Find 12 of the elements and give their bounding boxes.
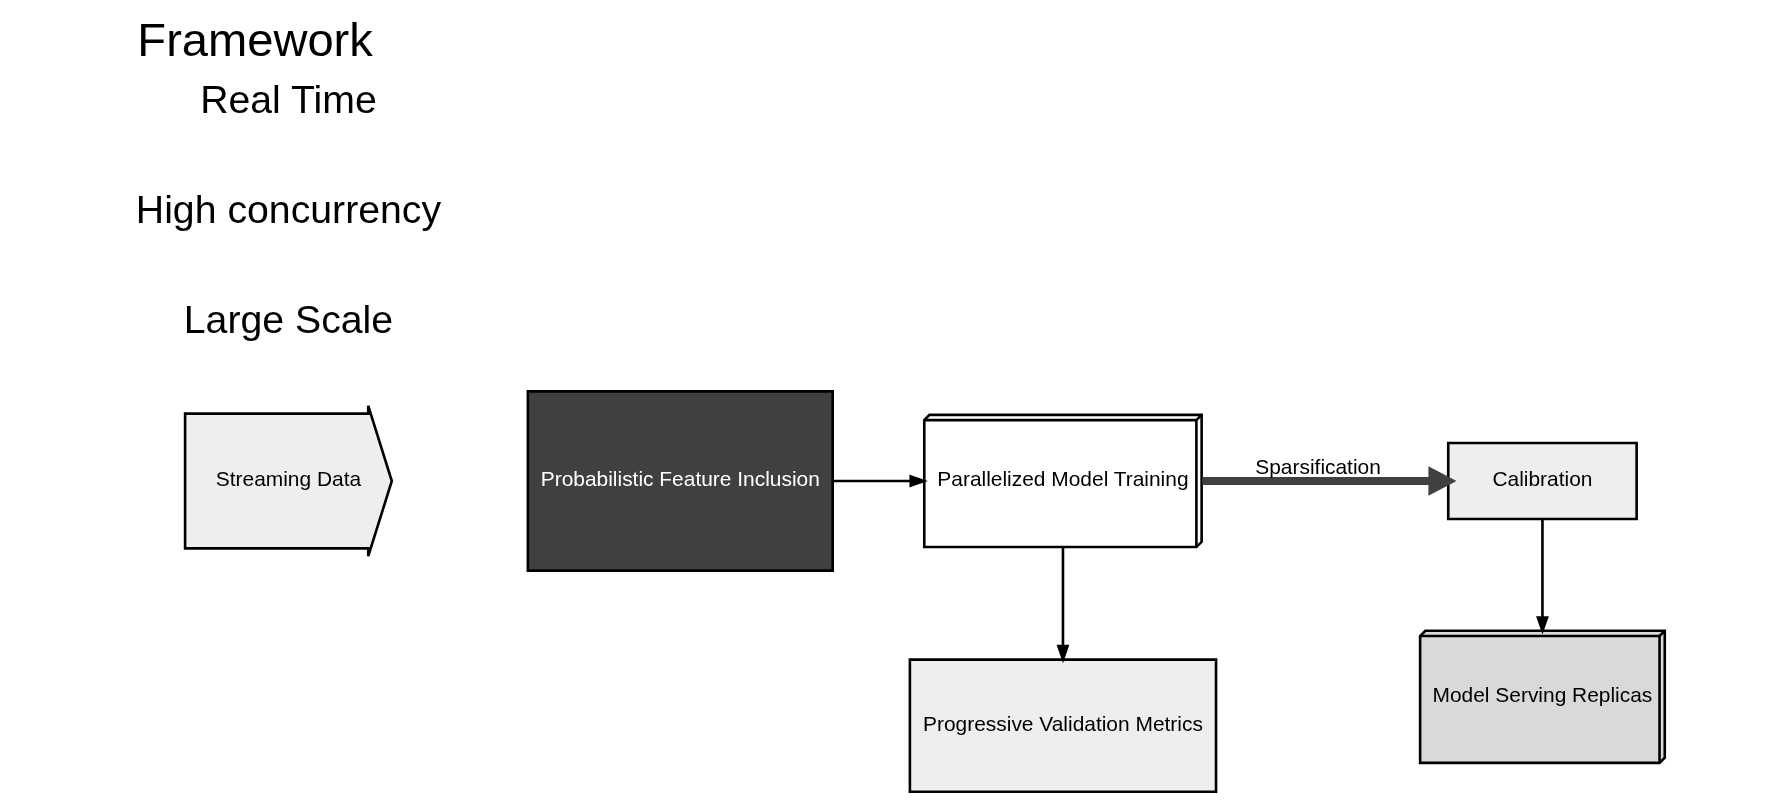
node-box: Progressive Validation Metrics xyxy=(908,658,1218,793)
node-box: Probabilistic Feature Inclusion xyxy=(526,390,834,572)
node-box: Calibration xyxy=(1446,441,1638,521)
label: High concurrency xyxy=(135,186,442,231)
diagram-title: Framework xyxy=(137,13,373,67)
arrow xyxy=(832,474,928,488)
arrow xyxy=(1056,547,1070,664)
label: Real Time xyxy=(200,76,377,121)
arrow xyxy=(1202,466,1457,496)
label: Large Scale xyxy=(183,296,394,341)
edge-label: Sparsification xyxy=(1255,455,1381,479)
arrow xyxy=(1536,519,1549,635)
